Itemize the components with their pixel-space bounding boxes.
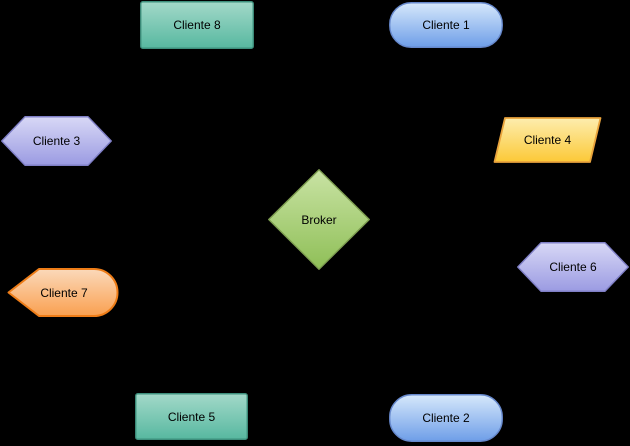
node-cliente-3[interactable]: Cliente 3 <box>1 116 112 166</box>
rounded-rectangle-shape <box>389 394 503 442</box>
node-cliente-8[interactable]: Cliente 8 <box>140 1 254 49</box>
diamond-shape <box>268 169 370 270</box>
display-shape <box>7 268 119 317</box>
node-cliente-7[interactable]: Cliente 7 <box>6 265 122 320</box>
node-label: Cliente 5 <box>167 409 216 424</box>
parallelogram-shape <box>493 117 602 163</box>
node-cliente-6[interactable]: Cliente 6 <box>517 242 629 292</box>
node-label: Cliente 1 <box>422 18 470 32</box>
rectangle-shape <box>135 393 248 440</box>
node-label: Cliente 7 <box>40 285 88 300</box>
rounded-rectangle-shape <box>389 2 503 48</box>
hexagon-shape <box>517 242 629 292</box>
node-cliente-2[interactable]: Cliente 2 <box>389 394 503 442</box>
node-cliente-5[interactable]: Cliente 5 <box>135 393 248 440</box>
rectangle-shape <box>140 1 254 49</box>
node-label: Broker <box>301 212 337 227</box>
node-label: Cliente 4 <box>523 133 572 147</box>
hexagon-shape <box>1 116 112 166</box>
node-cliente-4[interactable]: Cliente 4 <box>493 117 602 163</box>
node-label: Cliente 8 <box>173 18 221 32</box>
node-label: Cliente 3 <box>32 134 81 148</box>
node-cliente-1[interactable]: Cliente 1 <box>389 2 503 48</box>
node-label: Cliente 2 <box>422 411 470 425</box>
node-label: Cliente 6 <box>549 260 597 274</box>
node-broker[interactable]: Broker <box>268 169 370 270</box>
